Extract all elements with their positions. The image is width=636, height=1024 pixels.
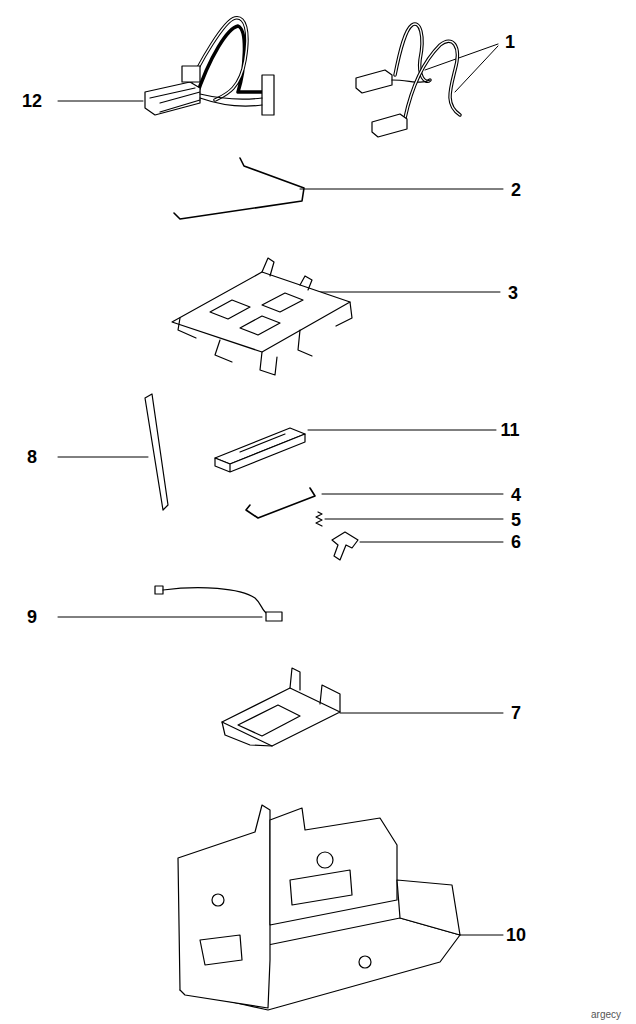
leader-line	[455, 46, 498, 92]
cable-pair	[356, 24, 460, 137]
callout-number: 5	[511, 511, 521, 529]
leader-line	[58, 457, 148, 458]
cable	[405, 41, 460, 118]
callout-number: 3	[508, 284, 518, 302]
connector	[266, 612, 282, 621]
leader-line	[58, 617, 262, 618]
leader-line	[340, 713, 503, 714]
leader-line	[322, 494, 503, 495]
cable	[392, 80, 430, 82]
tabs	[178, 258, 352, 375]
tray-floor	[222, 688, 340, 746]
callout-number: 4	[511, 486, 521, 504]
wire-lines	[200, 94, 262, 106]
bar-side	[215, 434, 305, 472]
callout-number: 1	[505, 33, 515, 51]
leader-line	[325, 519, 503, 520]
sensor-cable	[155, 586, 282, 621]
leader-line	[308, 430, 496, 431]
callout-number: 2	[511, 181, 521, 199]
callout-number: 6	[511, 533, 521, 551]
cable	[395, 24, 430, 81]
wire-harness	[145, 18, 274, 115]
slide-bar	[215, 428, 305, 472]
wire-bail	[246, 488, 315, 518]
strip	[145, 394, 168, 510]
cable	[405, 41, 460, 118]
callout-number: 9	[27, 608, 37, 626]
sheet-metal-bracket	[172, 258, 352, 375]
back-plate	[270, 808, 397, 925]
callout-number: 8	[27, 448, 37, 466]
printer-frame	[178, 805, 460, 1010]
bent-rod	[174, 158, 304, 219]
connector	[145, 82, 200, 115]
leader-line	[360, 542, 503, 543]
groove	[240, 434, 285, 452]
callout-number: 12	[22, 92, 42, 110]
spring	[316, 512, 322, 526]
wire-lines	[150, 88, 200, 112]
cutout	[200, 870, 352, 965]
tray-slot	[238, 705, 300, 736]
leader-line	[58, 101, 143, 102]
connector	[372, 114, 407, 137]
connector	[182, 66, 200, 82]
lever	[332, 532, 358, 560]
plate	[172, 272, 350, 352]
tray	[222, 668, 340, 746]
side-plate	[178, 805, 270, 1008]
callout-number: 11	[500, 421, 519, 439]
tray-walls	[222, 668, 340, 746]
hole	[317, 852, 333, 868]
cable	[395, 24, 430, 81]
watermark: argecy	[591, 1010, 621, 1020]
connector	[262, 75, 274, 115]
leader-line	[302, 292, 500, 293]
leader-line	[300, 189, 503, 190]
right-box	[397, 880, 460, 935]
callout-number: 10	[506, 926, 526, 944]
leader-lines	[58, 44, 503, 935]
hole	[212, 894, 224, 906]
leader-line	[455, 935, 503, 936]
hole	[359, 956, 371, 968]
sensor	[155, 586, 163, 594]
cutout	[210, 293, 303, 335]
cable	[163, 588, 268, 614]
connector	[356, 70, 392, 93]
callout-number: 7	[511, 704, 521, 722]
